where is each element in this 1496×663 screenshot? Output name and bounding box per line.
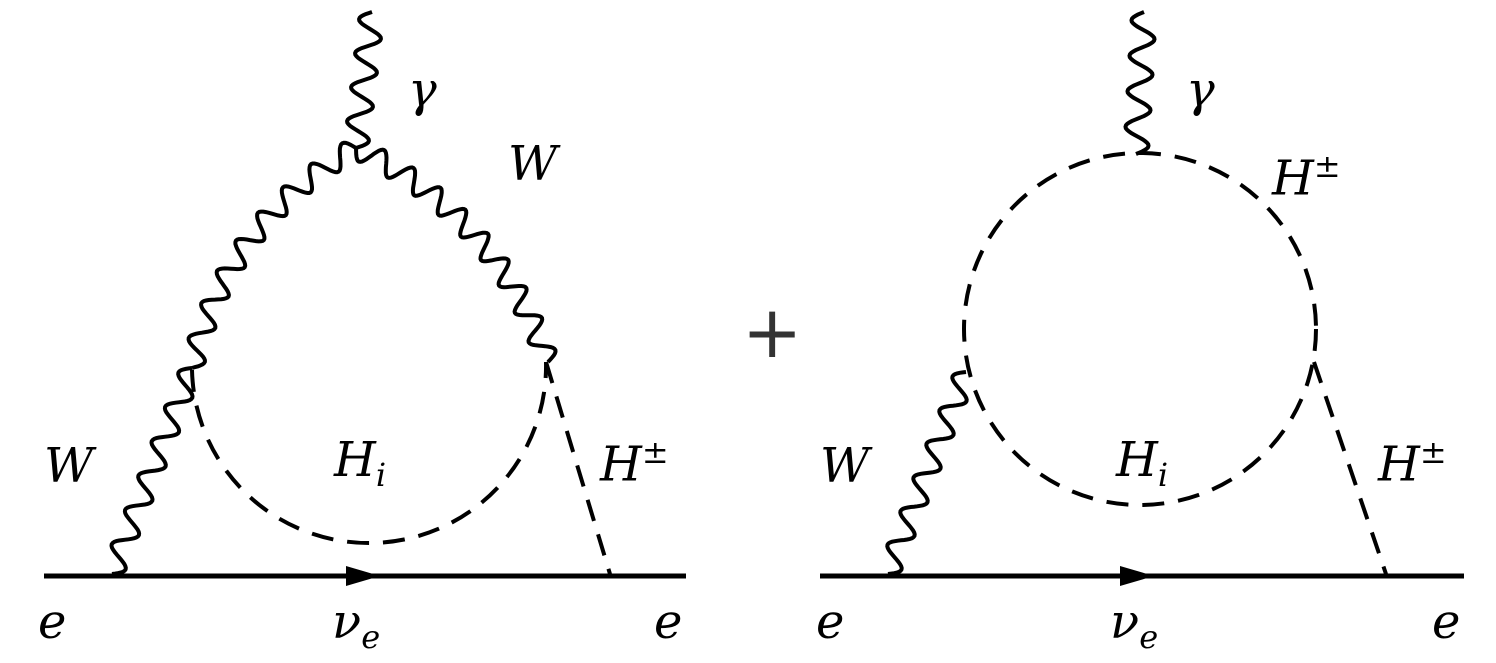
label-e-in-1: e bbox=[38, 594, 67, 650]
label-e-out-2: e bbox=[1432, 594, 1461, 650]
label-w-left-2: W bbox=[820, 438, 870, 494]
label-hpm-2: H± bbox=[1378, 433, 1447, 493]
w-boson-loop-left-1 bbox=[186, 140, 358, 370]
arrow-1 bbox=[346, 566, 380, 586]
label-hi-2: Hi bbox=[1116, 432, 1169, 495]
higgs-hpm-leg-1 bbox=[544, 361, 612, 575]
higgs-hi-loop-1 bbox=[190, 361, 549, 546]
arrow-2 bbox=[1120, 566, 1154, 586]
label-hi-1: Hi bbox=[334, 432, 387, 495]
plus-operator: + bbox=[742, 290, 803, 374]
label-gamma-1: γ bbox=[408, 62, 437, 118]
label-w-left-1: W bbox=[44, 438, 94, 494]
photon-1 bbox=[345, 10, 383, 150]
label-nu-1: νe bbox=[332, 594, 381, 657]
label-hpm-top-2: H± bbox=[1272, 147, 1341, 207]
photon-2 bbox=[1123, 10, 1157, 156]
label-w-top-1: W bbox=[508, 136, 558, 192]
higgs-hpm-leg-2 bbox=[1312, 361, 1388, 575]
w-boson-left-2 bbox=[885, 370, 969, 576]
label-hpm-1: H± bbox=[600, 433, 669, 493]
label-nu-2: νe bbox=[1110, 594, 1159, 657]
label-e-out-1: e bbox=[654, 594, 683, 650]
w-boson-loop-right-1 bbox=[354, 147, 558, 364]
label-e-in-2: e bbox=[816, 594, 845, 650]
label-gamma-2: γ bbox=[1186, 62, 1215, 118]
w-boson-left-1 bbox=[109, 366, 195, 576]
